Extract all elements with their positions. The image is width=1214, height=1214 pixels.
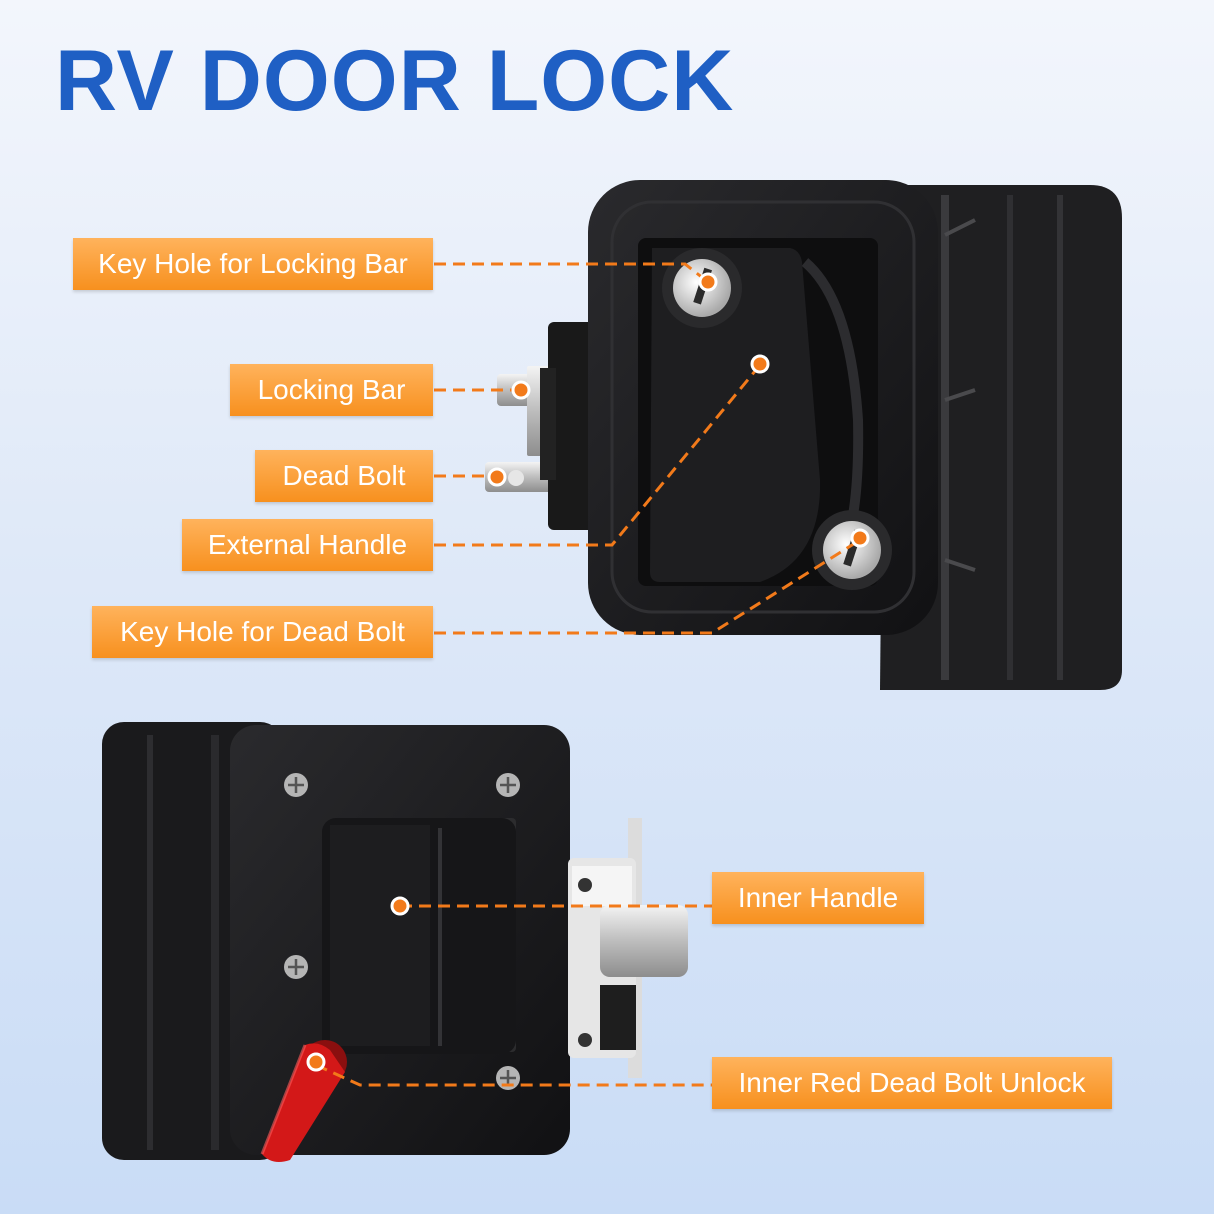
label-key-hole-locking-bar: Key Hole for Locking Bar [73,238,433,290]
screw-icon [284,773,520,1090]
label-inner-handle: Inner Handle [712,872,924,924]
exterior-leader-dots [487,272,870,548]
inner-handle [322,818,516,1054]
label-dead-bolt: Dead Bolt [255,450,433,502]
exterior-lock [485,180,1122,690]
interior-leader-dots [306,896,410,1072]
label-external-handle: External Handle [182,519,433,571]
interior-leader-lines [315,904,712,1087]
exterior-leader-lines [434,262,861,635]
interior-lock [102,722,688,1162]
label-inner-red-dead-bolt-unlock: Inner Red Dead Bolt Unlock [712,1057,1112,1109]
label-key-hole-dead-bolt: Key Hole for Dead Bolt [92,606,433,658]
page-title: RV DOOR LOCK [55,33,735,129]
label-locking-bar: Locking Bar [230,364,433,416]
key-hole-dead-bolt-icon [812,510,892,590]
